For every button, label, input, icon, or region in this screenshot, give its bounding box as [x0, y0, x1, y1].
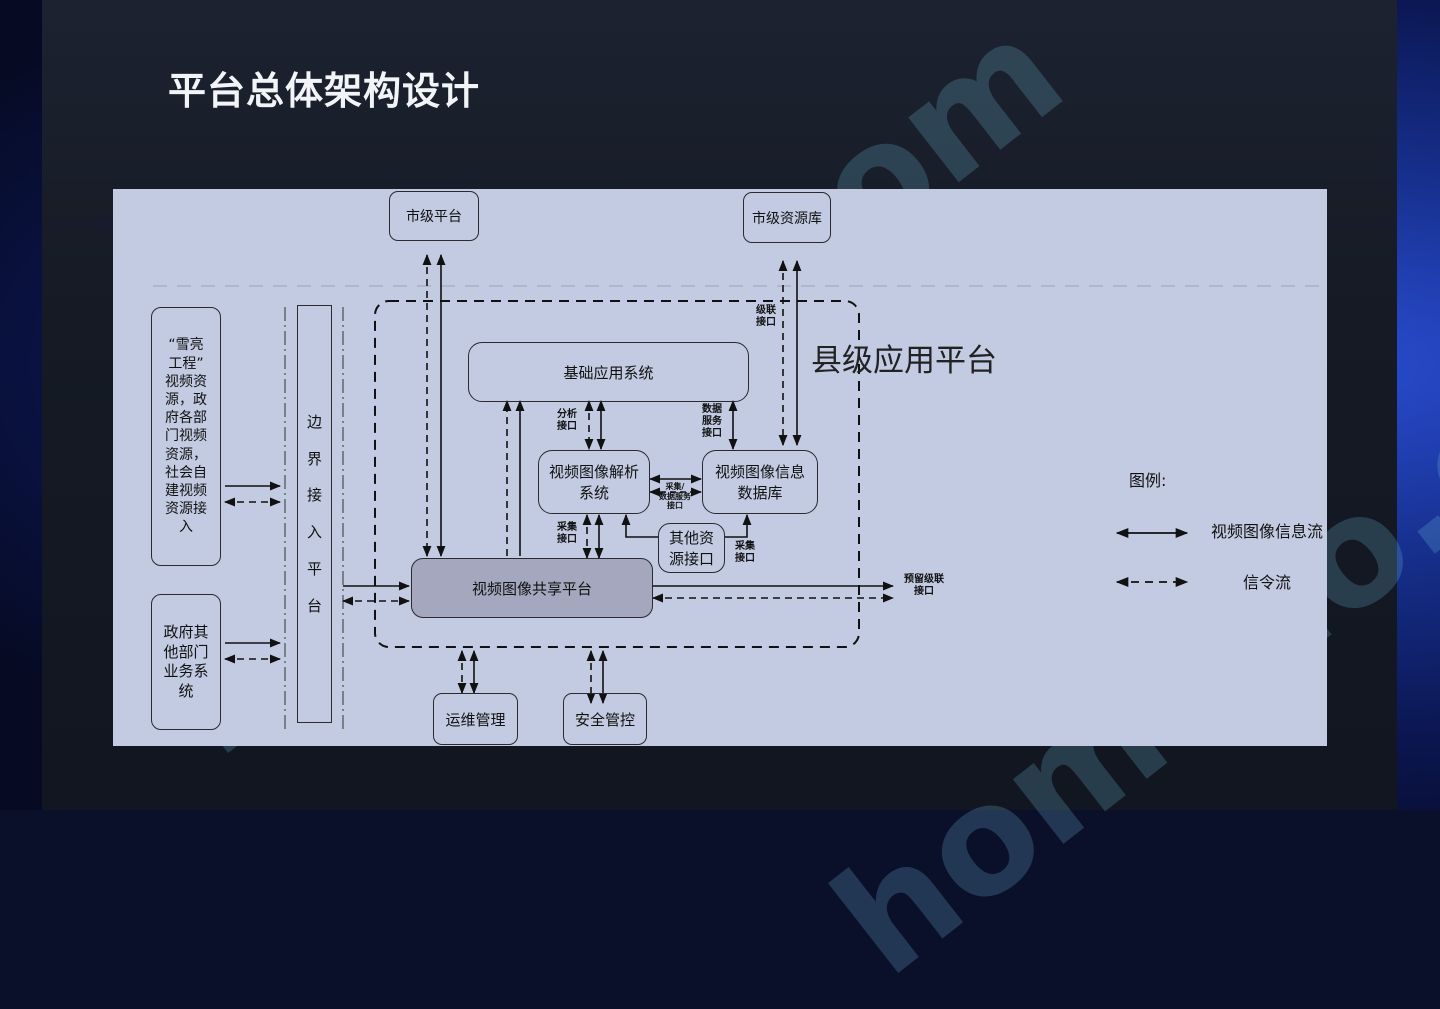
info-db-label: 视频图像信息 数据库 — [714, 463, 805, 502]
legend-signal-label: 信令流 — [1243, 573, 1292, 592]
arrow-other-db — [725, 513, 752, 538]
border-platform-box: 边 界 接 入 平 台 — [297, 305, 332, 723]
source-left-label: “雪亮 工程” 视频资 源，政 府各部 门视频 资源， 社会自 建视频 资源接 … — [165, 337, 207, 536]
diagram-connectors — [153, 253, 1327, 729]
sharing-platform-box: 视频图像共享平台 — [411, 558, 653, 618]
county-platform-label: 县级应用平台 — [811, 343, 997, 379]
border-platform-label: 边 界 接 入 平 台 — [306, 412, 322, 615]
county-platform-border — [374, 300, 860, 648]
page-title: 平台总体架构设计 — [168, 69, 481, 113]
other-resource-label: 其他资 源接口 — [668, 529, 714, 568]
sharing-platform-label: 视频图像共享平台 — [471, 579, 592, 598]
city-resource-box: 市级资源库 — [743, 192, 831, 243]
analysis-interface-label: 分析 接口 — [557, 409, 577, 432]
security-label: 安全管控 — [574, 710, 635, 729]
arrow-other-analysis — [621, 513, 658, 538]
collect-interface-left-label: 采集 接口 — [557, 522, 577, 545]
collect-service-interface-label: 采集/ 数据服务 接口 — [659, 482, 691, 511]
cascade-interface-label: 级联 接口 — [756, 305, 776, 328]
info-db-box: 视频图像信息 数据库 — [702, 450, 818, 514]
architecture-diagram: 市级平台 市级资源库 基础应用系统 视频图像解析 系统 视频图像信息 数据库 其… — [113, 189, 1327, 746]
city-resource-label: 市级资源库 — [752, 210, 822, 227]
gov-other-label: 政府其 他部门 业务系 统 — [163, 623, 209, 700]
source-left-box: “雪亮 工程” 视频资 源，政 府各部 门视频 资源， 社会自 建视频 资源接 … — [151, 307, 221, 566]
collect-interface-right-label: 采集 接口 — [735, 541, 755, 564]
basic-app-box: 基础应用系统 — [468, 342, 749, 402]
reserved-interface-label: 预留级联 接口 — [904, 574, 944, 597]
ops-label: 运维管理 — [445, 710, 506, 729]
data-service-interface-label: 数据 服务 接口 — [702, 404, 722, 439]
analysis-system-box: 视频图像解析 系统 — [538, 450, 650, 514]
basic-app-label: 基础应用系统 — [563, 363, 654, 382]
legend-video-label: 视频图像信息流 — [1211, 522, 1324, 541]
gov-other-box: 政府其 他部门 业务系 统 — [151, 594, 221, 730]
legend-title: 图例: — [1129, 471, 1167, 490]
analysis-system-label: 视频图像解析 系统 — [548, 463, 639, 502]
security-box: 安全管控 — [563, 693, 647, 745]
other-resource-box: 其他资 源接口 — [658, 523, 725, 573]
city-platform-box: 市级平台 — [389, 191, 479, 241]
city-platform-label: 市级平台 — [406, 209, 462, 225]
ops-box: 运维管理 — [433, 693, 518, 745]
